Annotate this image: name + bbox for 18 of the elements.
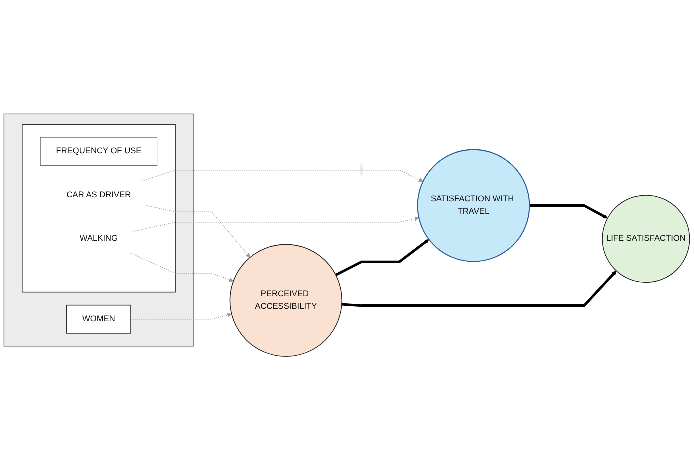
cluster	[4, 114, 194, 347]
arrow	[142, 170, 424, 182]
arrow	[146, 206, 250, 258]
node-circle: PERCEIVED ACCESSIBILITY	[230, 244, 342, 358]
node-box: FREQUENCY OF USE	[40, 137, 158, 166]
arrow	[342, 271, 617, 308]
node-circle: SATISFACTION WITH TRAVEL	[417, 149, 530, 262]
arrow	[335, 240, 430, 276]
node-text: WALKING	[80, 234, 118, 244]
cluster	[22, 124, 176, 293]
node-text: CAR AS DRIVER	[66, 190, 132, 200]
arrow	[130, 313, 232, 320]
node-box: WOMEN	[66, 305, 132, 334]
edge-label: -	[360, 166, 364, 175]
node-circle: LIFE SATISFACTION	[602, 195, 690, 284]
arrow	[130, 252, 234, 282]
arrow	[133, 216, 420, 232]
arrow	[530, 204, 608, 219]
